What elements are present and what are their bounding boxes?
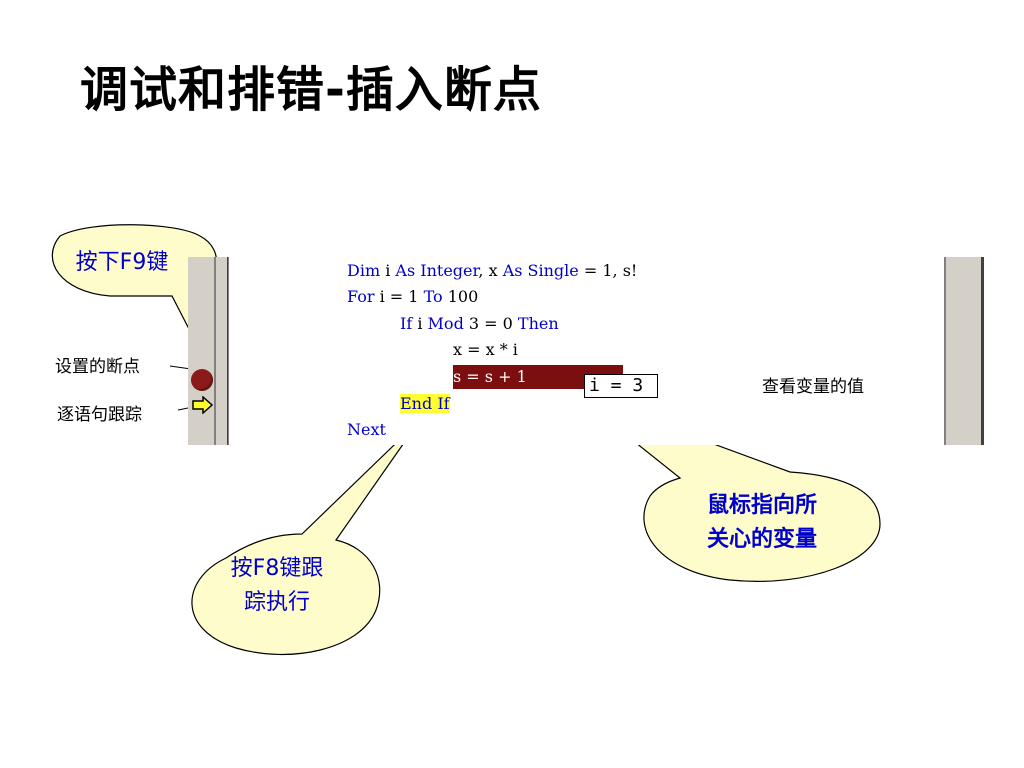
code-line-next[interactable]: Next bbox=[347, 420, 386, 439]
step-label: 逐语句跟踪 bbox=[57, 405, 142, 425]
breakpoint-label: 设置的断点 bbox=[55, 357, 140, 377]
breakpoint-icon[interactable] bbox=[191, 369, 213, 391]
variable-value-tooltip: i = 3 bbox=[584, 374, 658, 398]
editor-right-edge bbox=[944, 257, 984, 445]
hover-callout-line1: 鼠标指向所 bbox=[706, 493, 817, 518]
code-line-for[interactable]: For i = 1 To 100 bbox=[347, 287, 479, 306]
f9-callout-text: 按下F9键 bbox=[75, 250, 169, 275]
f8-callout-line2: 踪执行 bbox=[243, 590, 310, 615]
margin-indicator-bar[interactable] bbox=[188, 257, 229, 445]
f8-callout-line1: 按F8键跟 bbox=[230, 556, 324, 581]
f8-callout-bubble bbox=[191, 419, 421, 656]
code-editor: Dim i As Integer, x As Single = 1, s! Fo… bbox=[188, 257, 984, 445]
hover-callout-text: 鼠标指向所 关心的变量 bbox=[672, 489, 852, 557]
watch-label: 查看变量的值 bbox=[762, 377, 864, 397]
code-line-dim[interactable]: Dim i As Integer, x As Single = 1, s! bbox=[347, 261, 638, 280]
code-line-multiply[interactable]: x = x * i bbox=[453, 340, 518, 359]
f8-callout-text: 按F8键跟 踪执行 bbox=[202, 552, 352, 620]
hover-callout-line2: 关心的变量 bbox=[706, 527, 817, 552]
code-line-if[interactable]: If i Mod 3 = 0 Then bbox=[400, 314, 559, 333]
execution-arrow-icon bbox=[192, 396, 214, 414]
code-line-end-if[interactable]: End If bbox=[400, 394, 450, 413]
slide-title: 调试和排错-插入断点 bbox=[80, 62, 542, 118]
